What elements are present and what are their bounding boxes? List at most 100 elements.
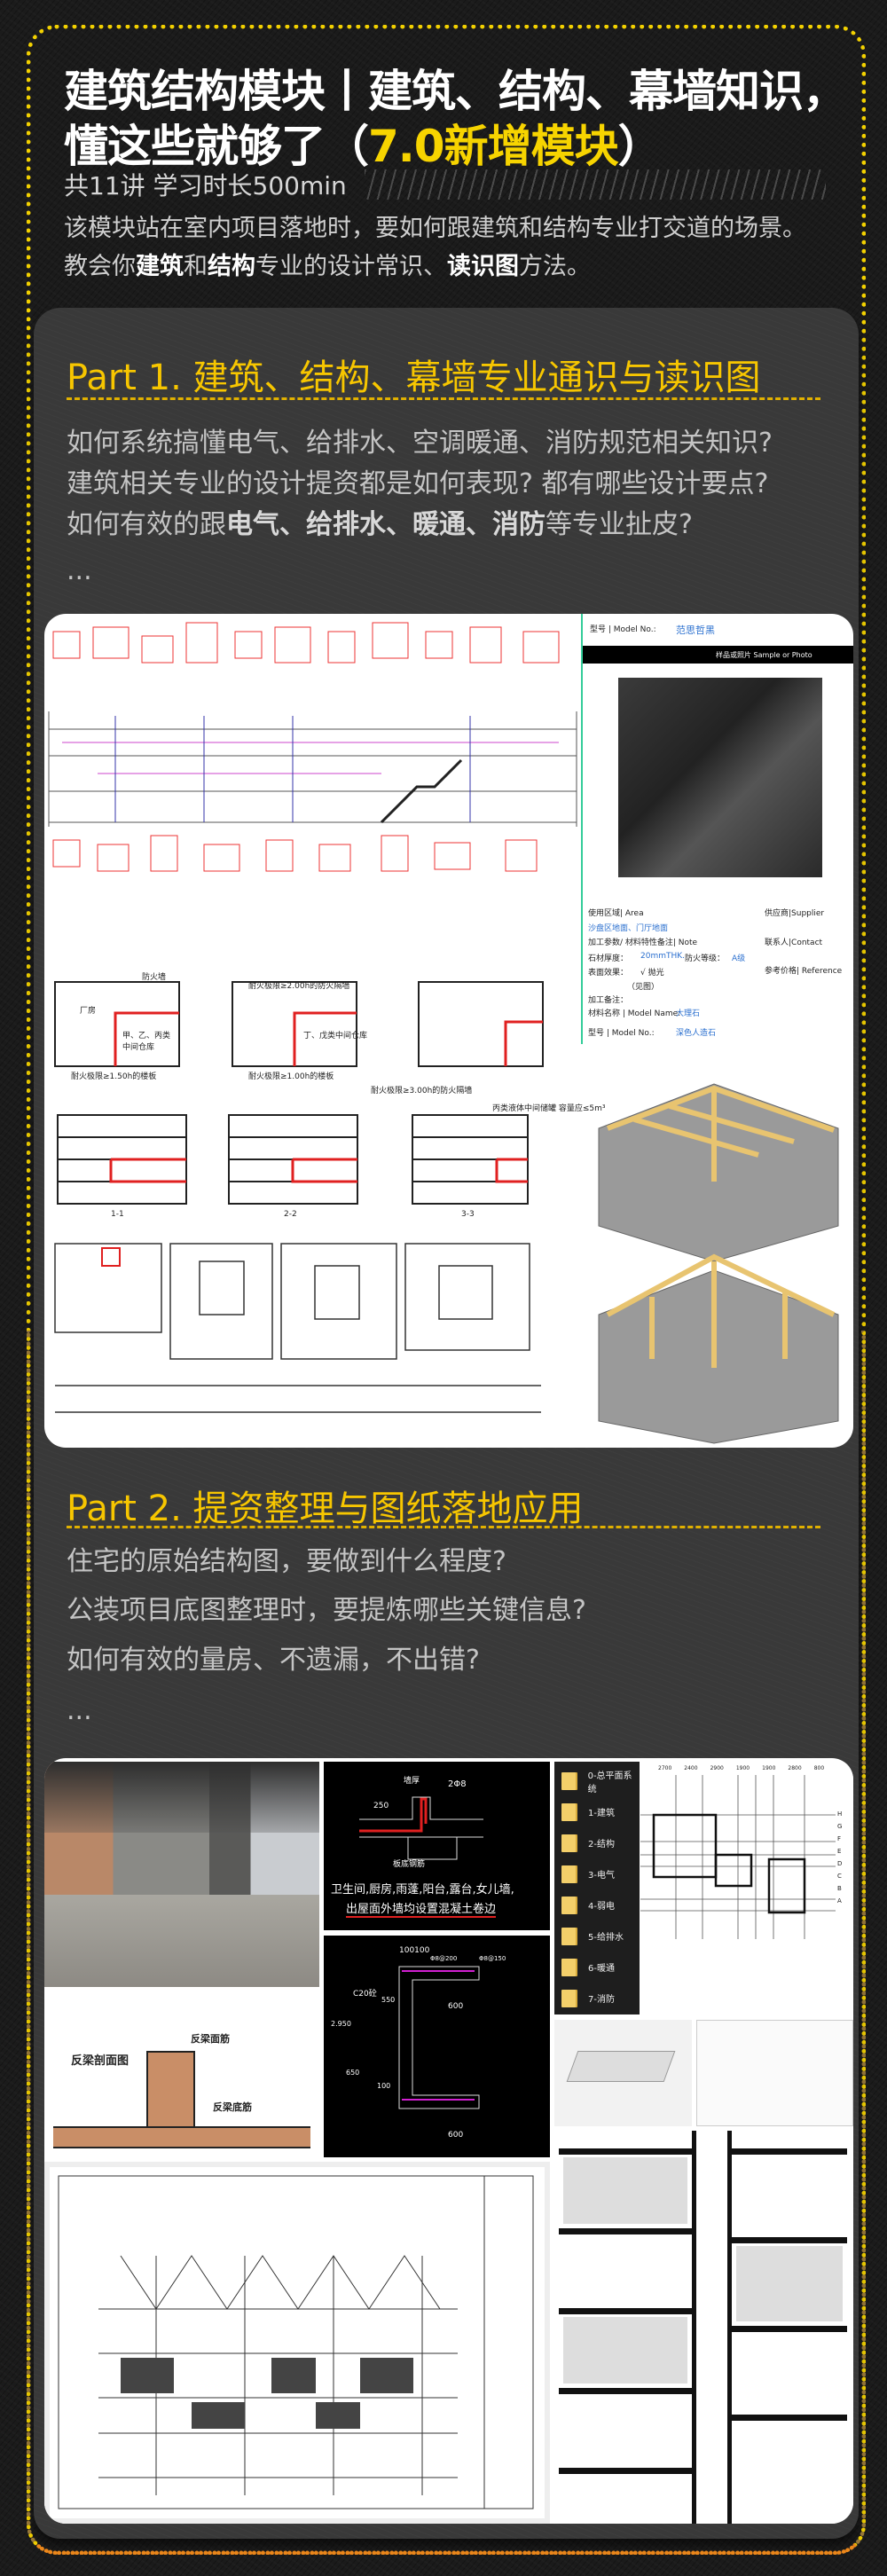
title-prefix: 懂这些就够了（ [64,121,369,172]
axis: E [837,1848,842,1855]
surface-value: √ 抛光 [640,969,664,978]
axis: D [837,1860,843,1867]
reverse-beam-drawing: 反梁剖面图 反梁面筋 反梁底筋 [44,1989,319,2157]
area-value: 沙盘区地面、门厅地面 [588,924,669,933]
beam-bottom-bar-label: 反梁底筋 [213,2101,252,2113]
folder-label: 3-电气 [588,1871,615,1881]
folder-label: 6-暖通 [588,1964,615,1974]
folder-label: 0-总平面系统 [587,1771,632,1795]
cad-note-line-1: 卫生间,厨房,雨蓬,阳台,露台,女儿墙, [331,1883,514,1897]
dim-label: Φ8@200 [430,1955,458,1962]
folder-icon [561,1865,576,1883]
model-no-value: 深色人造石 [676,1029,717,1038]
dim-label: 550 [381,1996,396,2004]
thickness-value: 20mmTHK. [640,952,686,961]
fire-rating-label: 防火等级： [685,954,726,963]
cad-plan-drawings [54,1243,541,1413]
cad-elevation-drawing [48,622,577,872]
axis: H [837,1810,843,1818]
dim: 800 [813,1765,825,1771]
fire-label: 防火墙 [142,973,167,982]
folder-item[interactable]: 3-电气 [554,1858,640,1889]
fire-compartment-drawing [54,981,544,1205]
model-name-value: 大理石 [676,1009,701,1018]
dim: 2700 [658,1765,672,1771]
fire-label: 厂房 [80,1007,97,1016]
folder-label: 2-结构 [588,1840,615,1850]
fire-label: 耐火极限≥1.00h的楼板 [248,1072,334,1081]
part2-underline [67,1526,820,1528]
course-meta: 共11讲 学习时长500min [64,167,826,202]
3d-table-render [554,2020,692,2126]
supplier-label: 供应商|Supplier [765,909,825,918]
part2-question-2: 公装项目底图整理时，要提炼哪些关键信息? [67,1595,586,1626]
folder-icon [561,1771,576,1790]
fire-rating-value: A级 [732,954,746,963]
fire-label: 丁、戊类中间仓库 [303,1032,368,1041]
marble-sample-photo [618,678,822,877]
folder-item[interactable]: 5-给排水 [554,1920,640,1952]
dim: 1900 [762,1765,776,1771]
material-sheet: 型号 | Model No.: 范思哲黑 样品或照片 Sample or Pho… [581,614,853,1044]
part2-ellipsis: ... [67,1695,92,1726]
section-label: 3-3 [461,1210,475,1219]
dim-label: 2.950 [331,2020,351,2028]
part2-question-1: 住宅的原始结构图，要做到什么程度? [67,1546,506,1577]
part2-heading: Part 2. 提资整理与图纸落地应用 [67,1488,584,1529]
section-label: 2-2 [284,1210,297,1219]
folder-icon [561,1834,576,1852]
folder-label: 1-建筑 [588,1809,615,1818]
folder-item[interactable]: 4-弱电 [554,1889,640,1920]
see-figure: （见图） [627,983,660,992]
folder-item[interactable]: 0-总平面系统 [554,1765,640,1796]
model-name-label: 材料名称 | Model Name: [588,1009,681,1018]
dim-label: 2Φ8 [448,1779,467,1789]
folder-icon [561,1896,576,1914]
construction-site-photo [44,1762,319,1987]
beam-top-bar-label: 反梁面筋 [191,2033,230,2045]
module-description: 该模块站在室内项目落地时，要如何跟建筑和结构专业打交道的场景。 教会你建筑和结构… [64,209,806,286]
folder-item[interactable]: 7-消防 [554,1983,640,2014]
thickness-label: 石材厚度： [588,954,629,963]
dim: 2800 [788,1765,802,1771]
q-bold: 电气、给排水、暖通、消防 [226,509,546,540]
axis: F [837,1835,842,1842]
dim-label: Φ8@150 [479,1955,506,1962]
folder-item[interactable]: 1-建筑 [554,1796,640,1827]
dim-label: 250 [373,1802,389,1810]
desc-text: 和 [184,253,208,280]
folder-icon [561,1989,576,2007]
beam-title: 反梁剖面图 [71,2054,130,2068]
section-label: 1-1 [111,1210,124,1219]
dim-label: C20砼 [353,1990,377,1999]
building-section-render [554,2131,853,2524]
dim: 2400 [684,1765,698,1771]
fire-label: 耐火极限≥2.00h的防火隔墙 [248,982,350,991]
facade-elevation-drawing [44,2162,550,2524]
3d-roof-truss-models [598,1083,839,1444]
q-text: 等专业扯皮? [546,509,693,540]
folder-icon [561,1958,576,1976]
part1-ellipsis: ... [67,555,92,586]
drawing-folder-list: 0-总平面系统 1-建筑 2-结构 3-电气 4-弱电 5-给排水 6-暖通 7… [554,1762,640,2014]
dim-label: 600 [448,2002,464,2011]
folder-item[interactable]: 2-结构 [554,1827,640,1858]
room-sketch [696,2020,853,2126]
folder-item[interactable]: 6-暖通 [554,1952,640,1983]
dim-label: 650 [346,2069,360,2077]
reference-label: 参考价格| Reference [765,967,843,976]
part1-question-1: 如何系统搞懂电气、给排水、空调暖通、消防规范相关知识? [67,428,773,459]
dotted-frame-bottom [27,1331,866,2555]
q-text: 如何有效的跟 [67,509,226,540]
folder-icon [561,1802,576,1821]
part1-underline [67,397,820,400]
model-no-label: 型号 | Model No.: [590,625,656,634]
fire-label: 丙类液体中间储罐 容量应≤5m³ [492,1104,606,1113]
desc-bold: 读识图 [447,253,519,280]
part2-image-collage: 反梁剖面图 反梁面筋 反梁底筋 墙厚 2Φ8 250 板底钢筋 卫生间,厨房,雨… [44,1758,853,2524]
axis: C [837,1873,842,1880]
desc-bold: 结构 [208,253,255,280]
cad-canopy-detail: 100100 C20砼 550 600 2.950 650 100 Φ8@200… [324,1936,550,2157]
folder-label: 4-弱电 [588,1902,615,1912]
